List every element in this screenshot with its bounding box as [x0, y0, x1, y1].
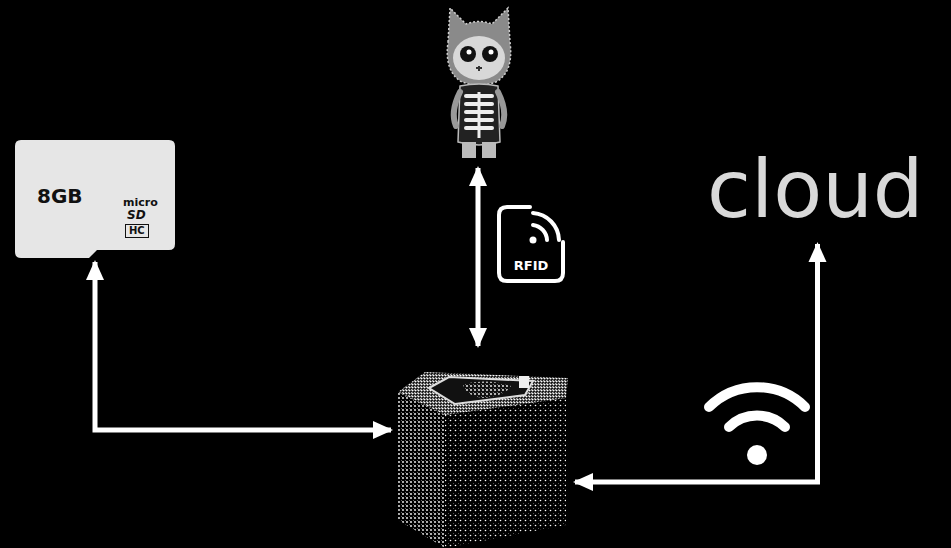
- text-wrap: micro: [123, 196, 158, 209]
- rfid-frame: [499, 207, 563, 281]
- rfid-dot: [530, 237, 537, 244]
- logo-text: micro: [123, 196, 158, 209]
- text-wrap: SD: [127, 208, 146, 222]
- cloud-label: cloud: [707, 150, 928, 230]
- label-wrap: RFID: [501, 258, 561, 273]
- wifi-wave: [709, 387, 805, 407]
- figurine: [438, 2, 520, 162]
- text-wrap: cloud: [707, 150, 928, 230]
- logo-text: HC: [125, 224, 149, 238]
- wifi-dot: [747, 445, 767, 465]
- edge-label: RFID: [501, 258, 561, 273]
- sd-card: 8GB microSD HC: [15, 140, 175, 258]
- wifi-wave: [729, 416, 785, 427]
- figurine: [447, 8, 510, 158]
- rfid-wave: [533, 213, 559, 240]
- capacity-label: 8GB: [37, 184, 83, 208]
- connector-arrow: [575, 244, 818, 482]
- logo-text: SD: [127, 208, 146, 222]
- text-wrap: HC: [125, 224, 149, 238]
- cloud-label-node: cloud: [707, 150, 928, 234]
- figurine-drawing: [438, 2, 520, 162]
- text-wrap: 8GB: [37, 184, 83, 208]
- connector-arrow: [476, 168, 481, 346]
- toniebox-drawing: [393, 368, 573, 548]
- sd-card-body: [15, 140, 175, 258]
- toniebox: [393, 368, 573, 548]
- toniebox: [398, 372, 568, 548]
- rfid-icon: [499, 207, 563, 281]
- connector-arrow: [95, 262, 391, 430]
- wifi-icon: [709, 387, 805, 465]
